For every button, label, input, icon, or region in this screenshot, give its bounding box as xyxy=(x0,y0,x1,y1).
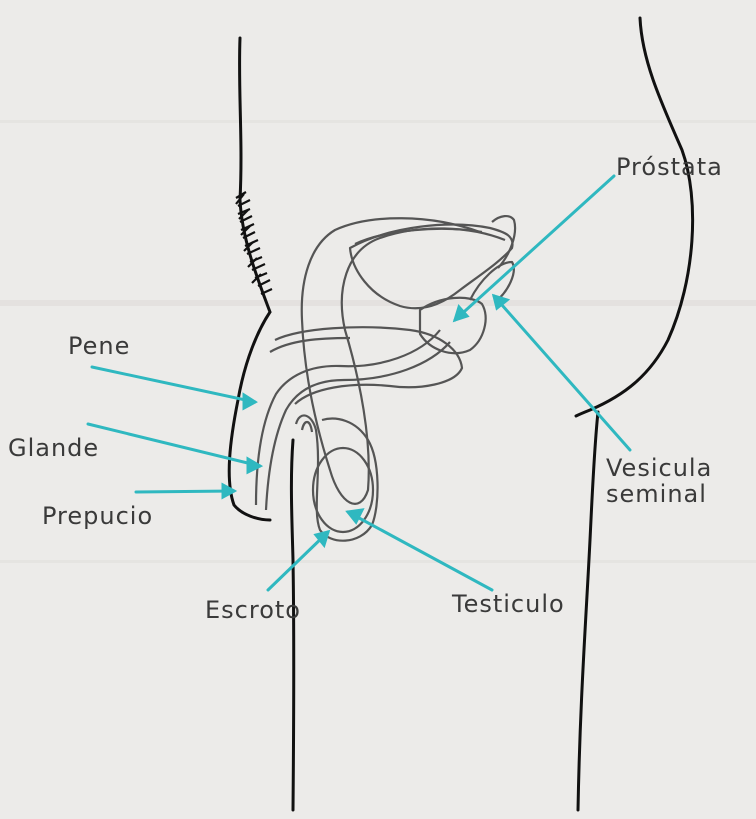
pointer-prostata xyxy=(455,176,614,320)
pointer-pene xyxy=(92,367,255,402)
seminal-vesicle xyxy=(470,262,514,302)
label-vesicula-line2: seminal xyxy=(606,481,712,507)
pointer-prepucio xyxy=(136,491,234,492)
abdomen-outline xyxy=(229,38,270,520)
label-vesicula-seminal: Vesicula seminal xyxy=(606,455,712,507)
pointer-vesicula xyxy=(494,296,630,450)
buttock-outline xyxy=(576,18,693,416)
label-testiculo: Testiculo xyxy=(452,592,565,616)
pointer-testiculo xyxy=(348,512,492,590)
thigh-back-outline xyxy=(578,412,598,810)
label-escroto: Escroto xyxy=(205,598,301,622)
label-glande: Glande xyxy=(8,436,99,460)
thigh-front-outline xyxy=(291,440,293,810)
label-prostata: Próstata xyxy=(616,155,723,179)
label-prepucio: Prepucio xyxy=(42,504,153,528)
organs xyxy=(256,216,515,541)
label-vesicula-line1: Vesicula xyxy=(606,455,712,481)
vas-deferens xyxy=(302,218,505,504)
body-outline xyxy=(229,18,692,810)
label-pene: Pene xyxy=(68,334,130,358)
